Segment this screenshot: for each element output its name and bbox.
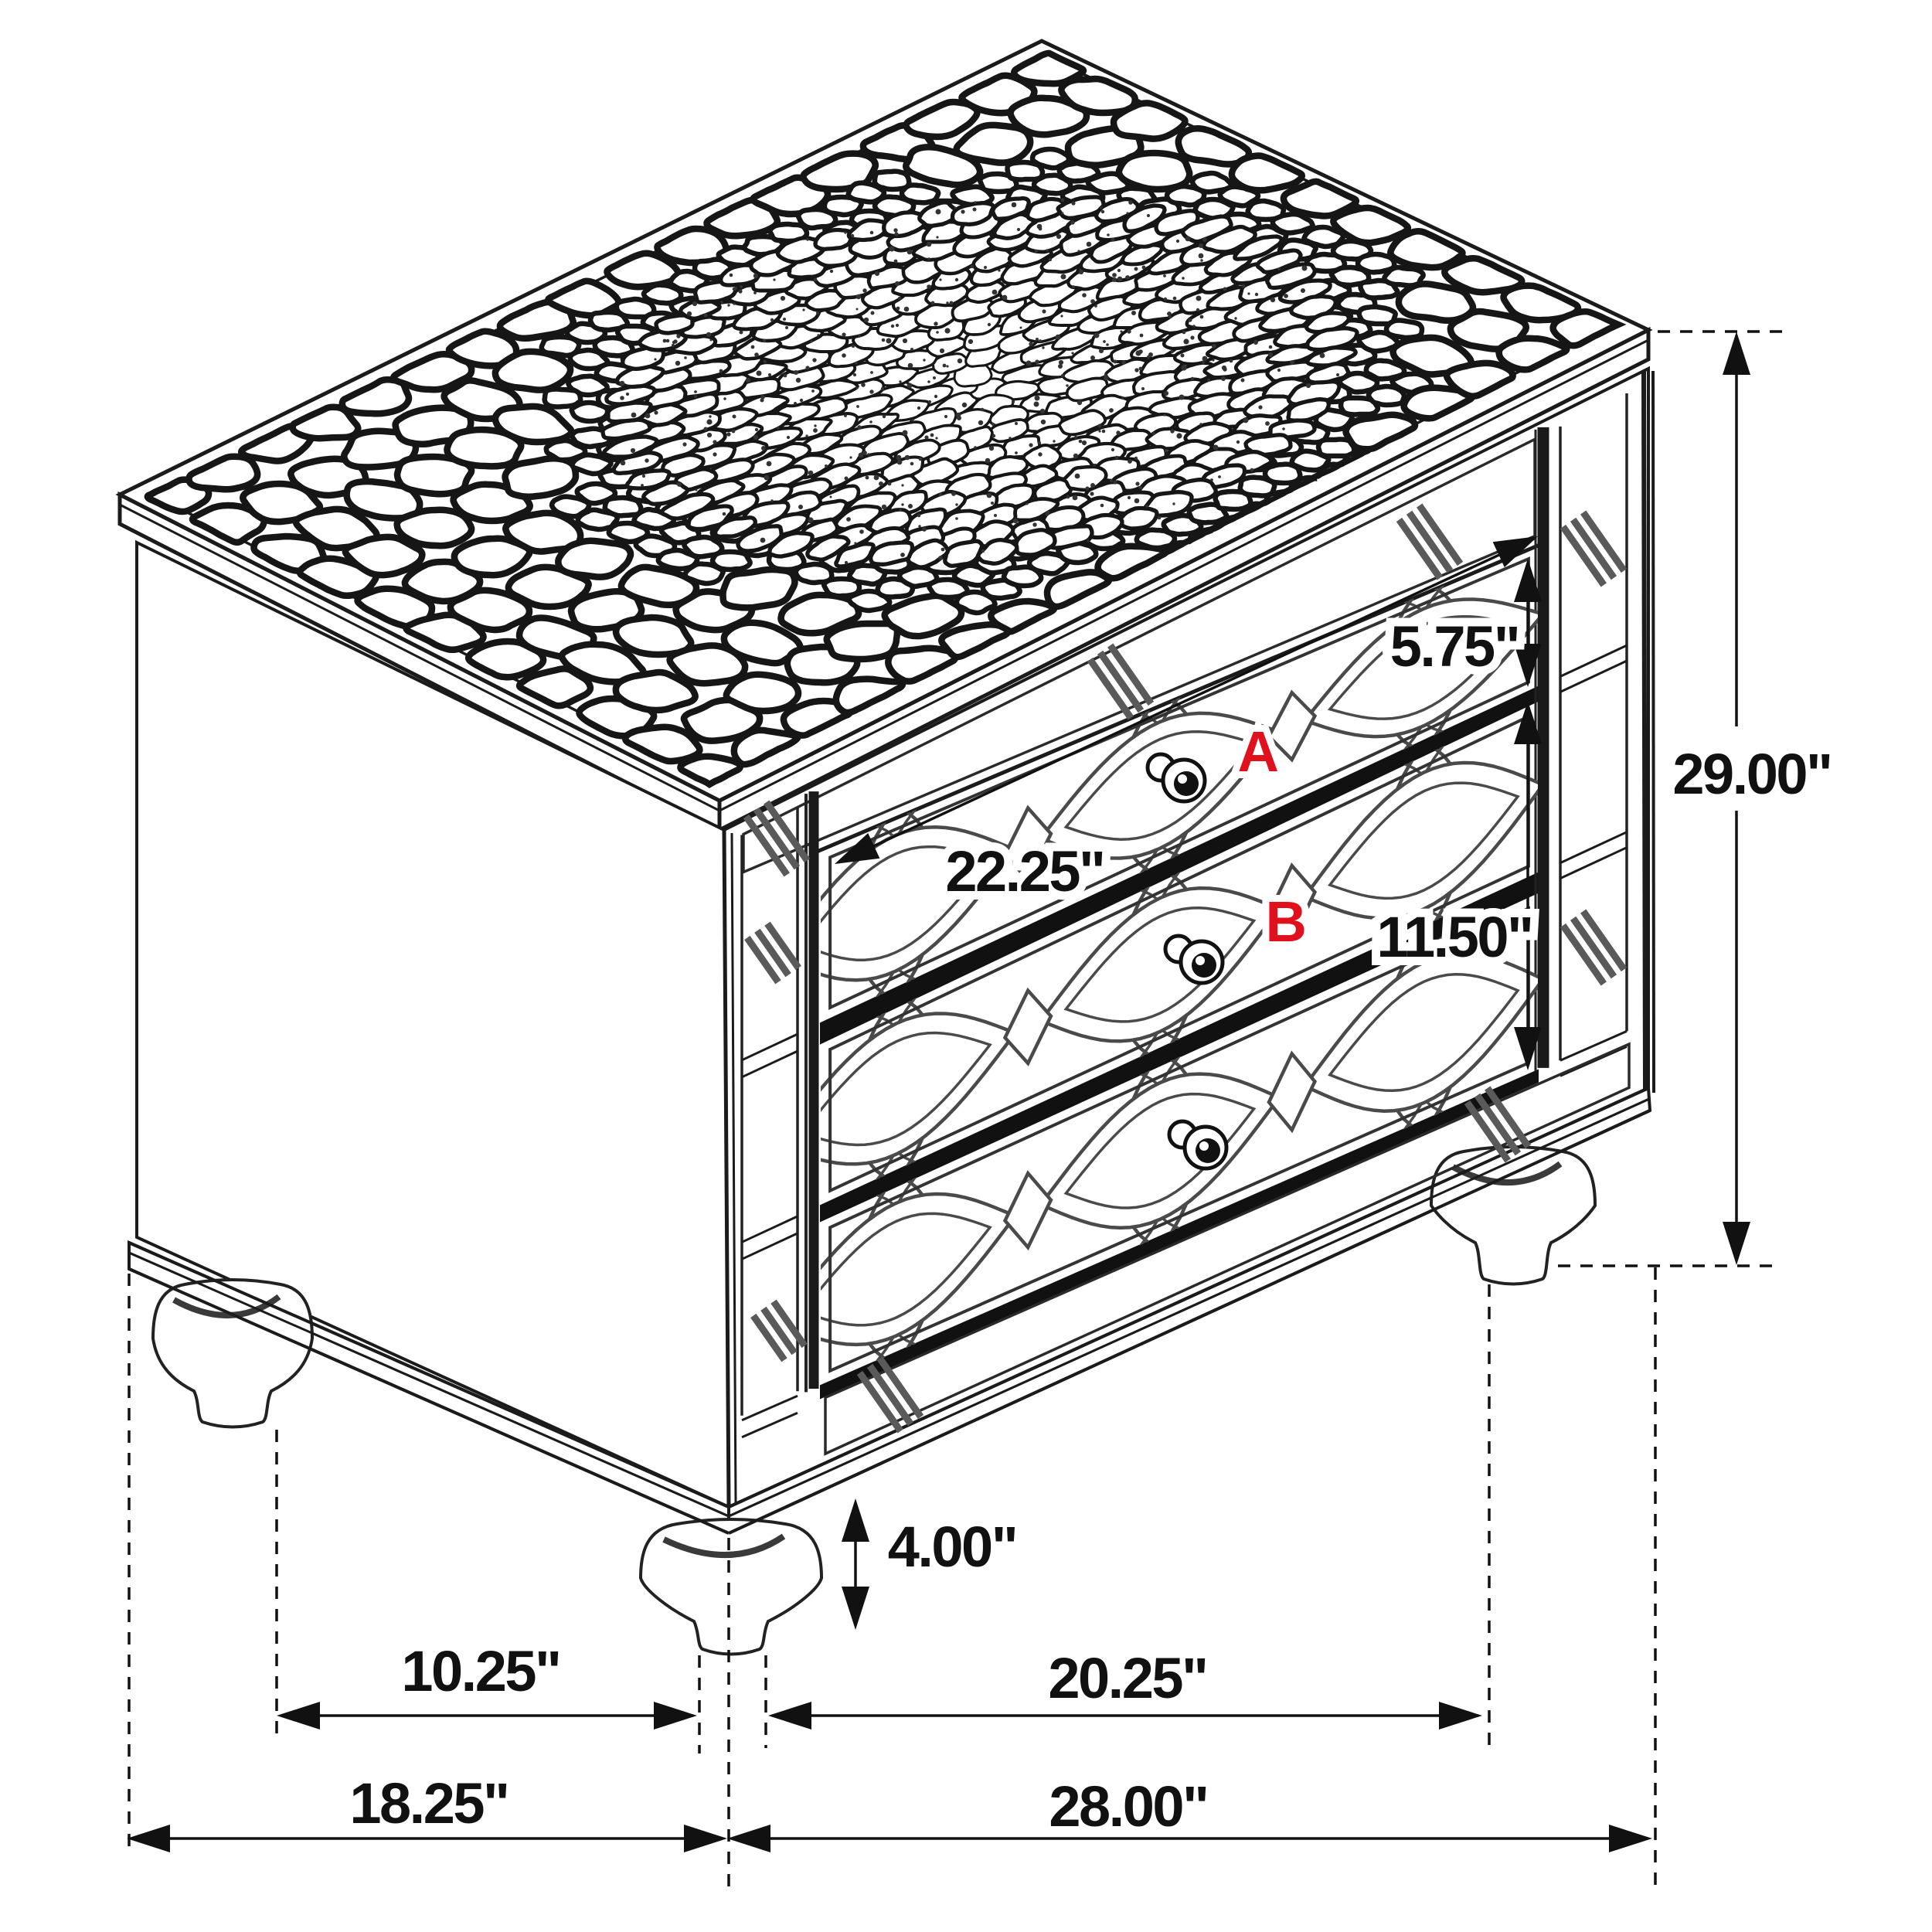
svg-text:18.25": 18.25" xyxy=(349,1771,508,1835)
svg-text:11.50": 11.50" xyxy=(1376,905,1532,969)
svg-text:22.25": 22.25" xyxy=(945,839,1104,903)
svg-text:20.25": 20.25" xyxy=(1048,1646,1206,1710)
svg-text:29.00": 29.00" xyxy=(1672,742,1831,806)
svg-text:B: B xyxy=(1266,889,1305,954)
svg-text:28.00": 28.00" xyxy=(1049,1774,1207,1838)
svg-text:4.00": 4.00" xyxy=(888,1515,1017,1579)
svg-text:A: A xyxy=(1238,719,1278,784)
svg-text:10.25": 10.25" xyxy=(401,1639,560,1703)
svg-text:5.75": 5.75" xyxy=(1390,614,1519,679)
